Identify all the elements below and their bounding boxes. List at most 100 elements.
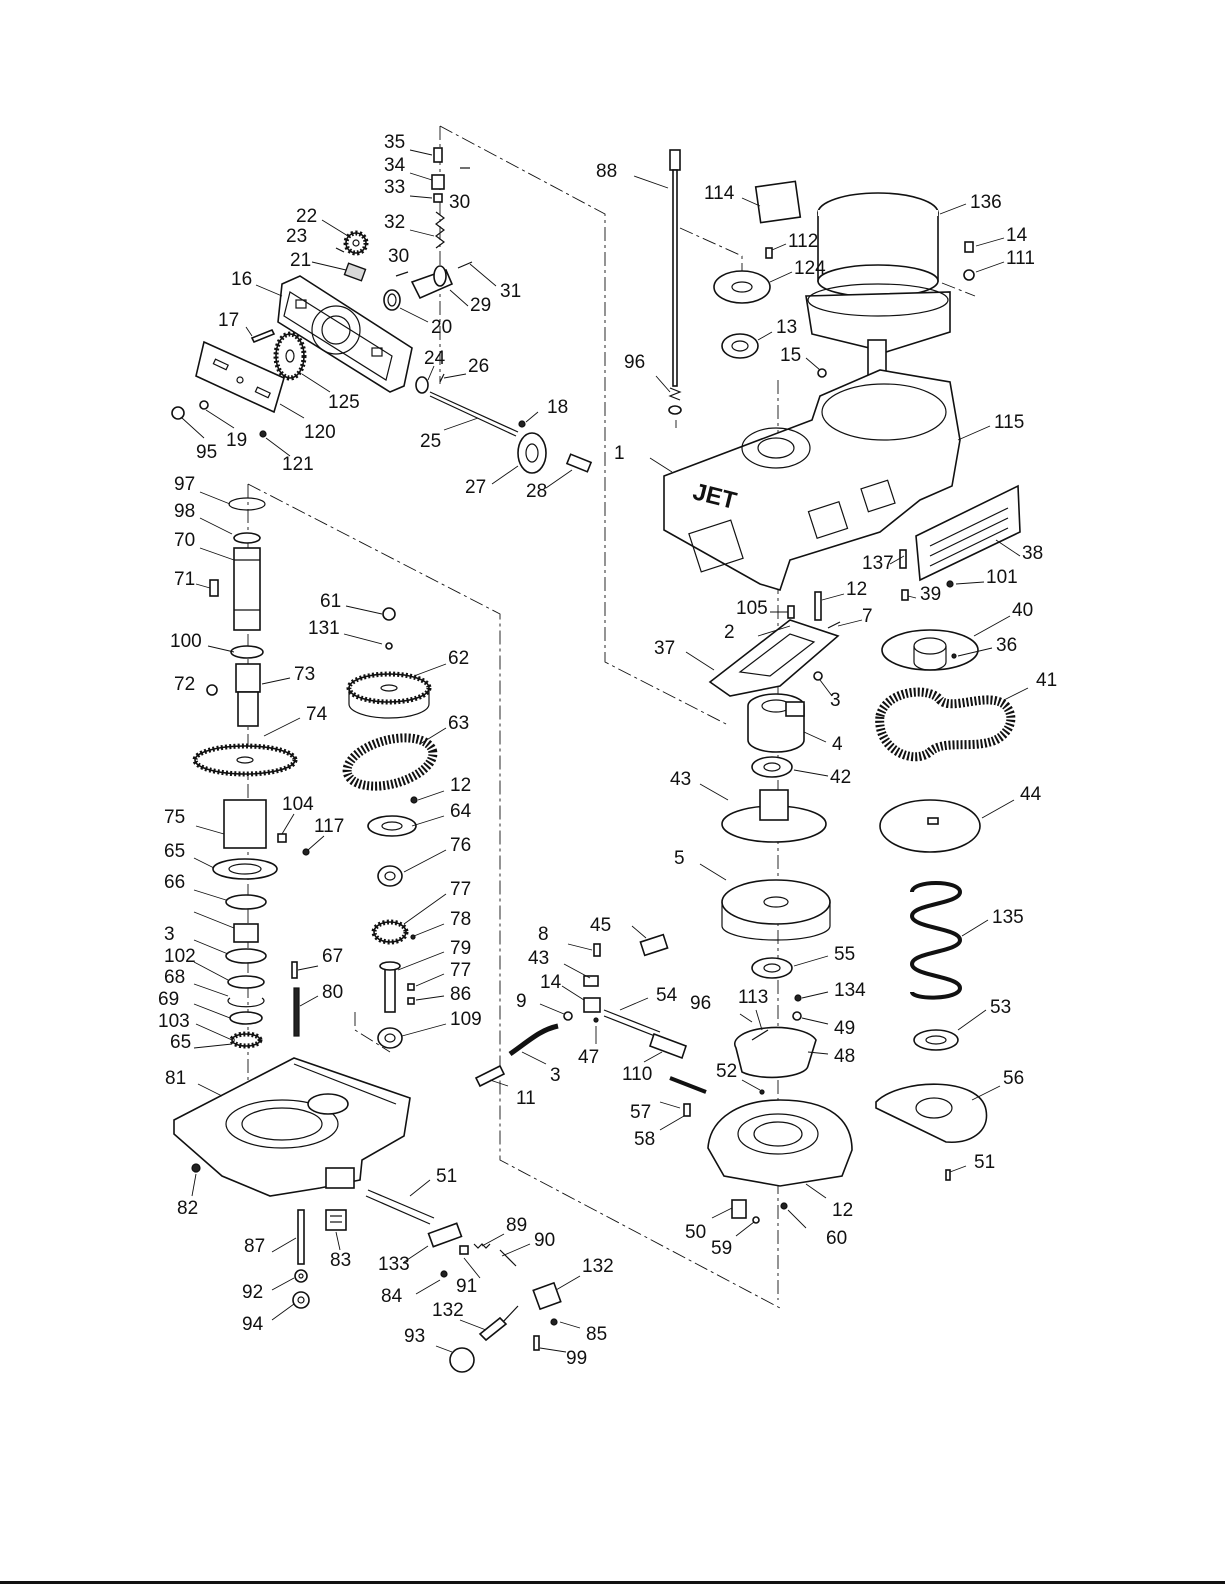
callout-109: 109	[450, 1009, 482, 1030]
callout-28: 28	[526, 481, 547, 502]
bearing-cap-64	[367, 796, 418, 837]
callout-40: 40	[1012, 600, 1033, 621]
callout-29: 29	[470, 295, 491, 316]
callout-134: 134	[834, 980, 866, 1001]
callout-30: 30	[449, 192, 470, 213]
worm-shaft-25	[415, 373, 519, 437]
pins-102-86	[291, 961, 300, 1037]
callout-75: 75	[164, 807, 185, 828]
callout-3: 3	[830, 690, 841, 711]
callout-85: 85	[586, 1324, 607, 1345]
callout-26: 26	[468, 356, 489, 377]
knob-95-19	[171, 400, 209, 420]
callout-71: 71	[174, 569, 195, 590]
callout-51: 51	[974, 1152, 995, 1173]
callout-22: 22	[296, 206, 317, 227]
handle-94-knob-99	[449, 1305, 519, 1373]
callout-64: 64	[450, 801, 472, 822]
callout-24: 24	[424, 348, 446, 369]
callout-12: 12	[846, 579, 867, 600]
callout-94: 94	[242, 1314, 264, 1335]
belt-4	[875, 687, 1016, 762]
callout-5: 5	[674, 848, 685, 869]
bearing-65-lower	[377, 1027, 403, 1049]
callout-21: 21	[290, 250, 311, 271]
spindle-shaft-parts	[395, 147, 473, 277]
hub-27	[517, 420, 593, 474]
callout-leaders	[181, 149, 1029, 1353]
screw-121	[259, 430, 267, 438]
callout-31: 31	[500, 281, 521, 302]
callout-34: 34	[384, 155, 406, 176]
callout-39: 39	[920, 584, 941, 605]
callout-100: 100	[170, 631, 202, 652]
right-center-stack	[721, 693, 831, 1095]
callout-82: 82	[177, 1198, 198, 1219]
callout-104: 104	[282, 794, 314, 815]
callout-42: 42	[830, 767, 851, 788]
callout-91: 91	[456, 1276, 477, 1297]
callout-48: 48	[834, 1046, 855, 1067]
drawbar-114	[668, 149, 682, 415]
callout-99: 99	[566, 1348, 587, 1369]
callout-81: 81	[165, 1068, 186, 1089]
callout-19: 19	[226, 430, 247, 451]
callout-77: 77	[450, 879, 471, 900]
bevel-gear-125	[273, 331, 307, 381]
bearing-15	[721, 333, 827, 378]
spring-8	[909, 881, 963, 1000]
callout-76: 76	[450, 835, 471, 856]
callout-62: 62	[448, 648, 469, 669]
callout-132: 132	[582, 1256, 614, 1277]
callout-3: 3	[550, 1065, 561, 1086]
handle-assembly	[474, 933, 688, 1088]
page-bottom-rule	[0, 1581, 1225, 1584]
callout-17: 17	[218, 310, 239, 331]
callout-1: 1	[614, 443, 625, 464]
spur-gear-22	[343, 230, 369, 256]
motor-112	[805, 192, 951, 381]
callout-27: 27	[465, 477, 486, 498]
callout-65: 65	[170, 1032, 191, 1053]
callout-113: 113	[738, 987, 768, 1008]
callout-56: 56	[1003, 1068, 1024, 1089]
callout-73: 73	[294, 664, 315, 685]
callout-137: 137	[862, 553, 894, 574]
callout-9: 9	[516, 991, 527, 1012]
callout-79: 79	[450, 938, 471, 959]
callout-87: 87	[244, 1236, 265, 1257]
vent-cover-101	[915, 484, 1021, 588]
callout-57: 57	[630, 1102, 651, 1123]
callout-66: 66	[164, 872, 185, 893]
callout-3: 3	[164, 924, 175, 945]
callout-12: 12	[832, 1200, 853, 1221]
callout-114: 114	[704, 183, 735, 204]
callout-23: 23	[286, 226, 307, 247]
callout-11: 11	[516, 1088, 536, 1109]
callout-117: 117	[314, 816, 344, 837]
callout-136: 136	[970, 192, 1002, 213]
pins-38-7	[899, 549, 909, 601]
callout-84: 84	[381, 1286, 403, 1307]
callout-13: 13	[776, 317, 797, 338]
callout-37: 37	[654, 638, 675, 659]
callout-15: 15	[780, 345, 801, 366]
shaft-87-assembly	[365, 1189, 562, 1351]
callout-95: 95	[196, 442, 217, 463]
callout-103: 103	[158, 1011, 190, 1032]
label-133	[325, 1209, 347, 1231]
callout-88: 88	[596, 161, 617, 182]
small-parts-104-117	[277, 833, 310, 856]
callout-102: 102	[164, 946, 196, 967]
callout-68: 68	[164, 967, 185, 988]
callout-78: 78	[450, 909, 471, 930]
gear-cluster-62	[346, 607, 432, 719]
washer-9	[913, 1029, 959, 1051]
callout-14: 14	[1006, 225, 1028, 246]
callout-77: 77	[450, 960, 471, 981]
head-casting-1: JET	[663, 369, 961, 591]
callout-98: 98	[174, 501, 195, 522]
callout-45: 45	[590, 915, 611, 936]
